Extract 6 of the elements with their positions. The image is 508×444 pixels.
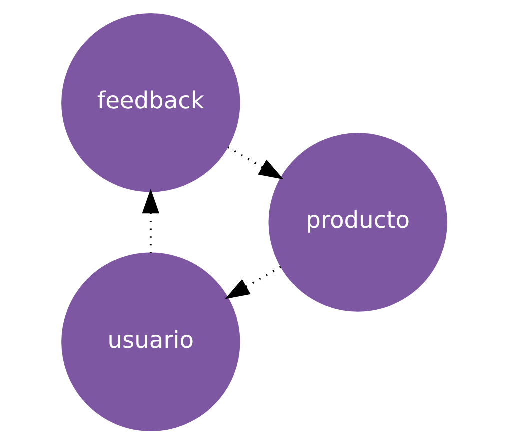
- node-circle: feedback: [61, 13, 240, 192]
- node-circle: usuario: [61, 252, 240, 431]
- arrow: [227, 146, 284, 180]
- node-circle: producto: [268, 132, 447, 312]
- arrow: [142, 188, 160, 253]
- arrow: [224, 266, 281, 299]
